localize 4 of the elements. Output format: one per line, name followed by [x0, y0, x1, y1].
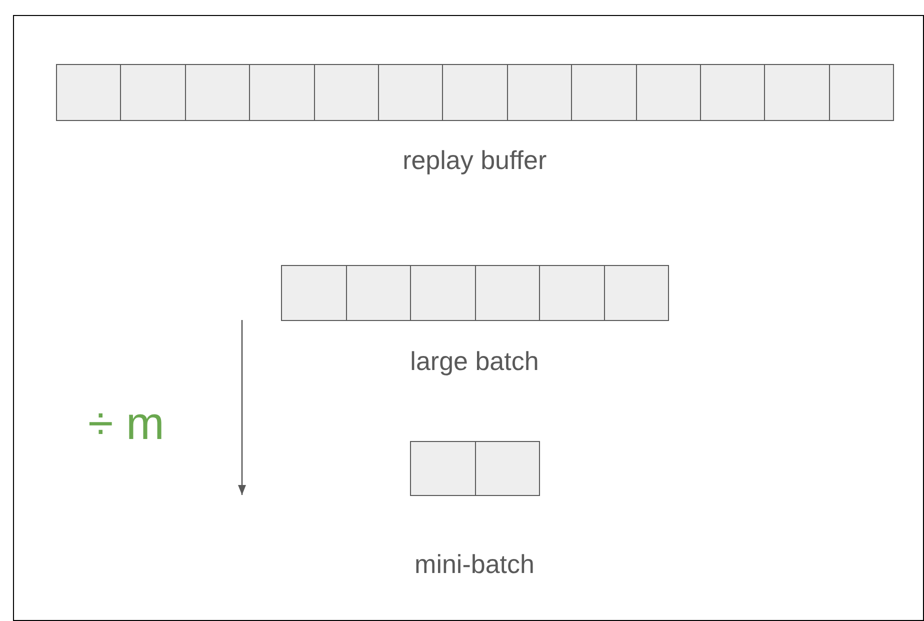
buffer-label: mini-batch: [414, 549, 534, 580]
divisor-label: ÷ m: [88, 396, 164, 450]
buffer-label: replay buffer: [402, 145, 547, 176]
buffer-label: large batch: [410, 346, 539, 377]
